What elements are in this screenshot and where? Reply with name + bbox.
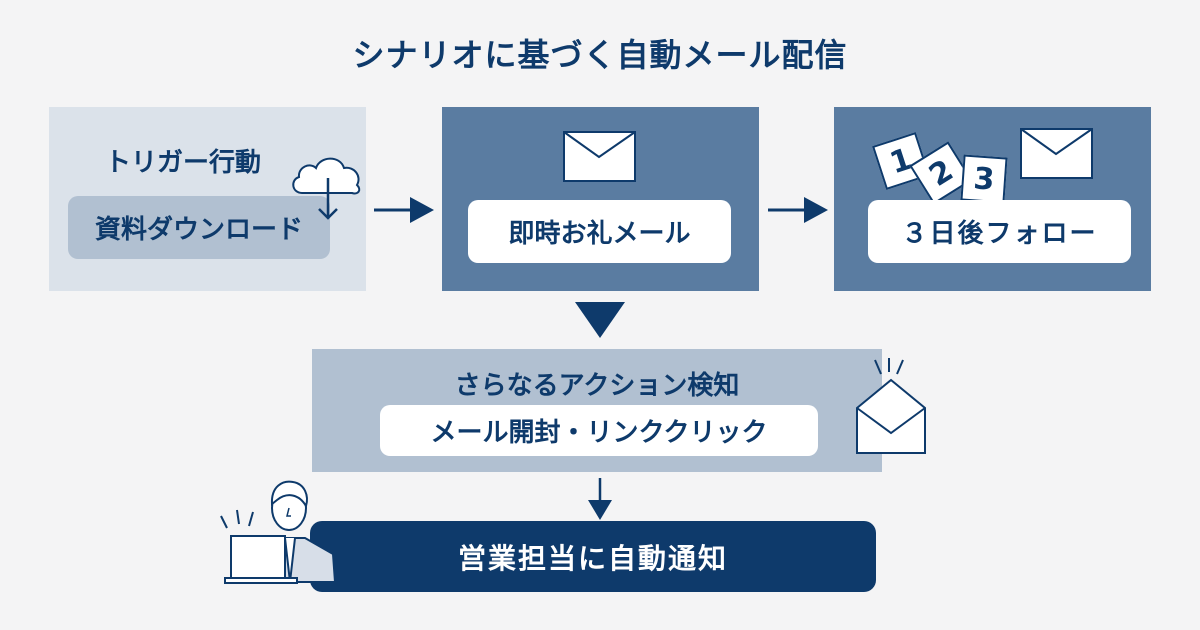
arrow-down-small [588,478,612,520]
diagram-title: シナリオに基づく自動メール配信 [352,36,848,74]
notify-sales-banner: 営業担当に自動通知 [310,521,876,592]
envelope-icon [1020,128,1093,179]
cloud-download-icon [292,157,361,220]
detect-heading: さらなるアクション検知 [454,371,740,401]
trigger-heading: トリガー行動 [105,148,262,178]
sales-person-laptop-icon [220,480,337,584]
download-action-pill: 資料ダウンロード [68,196,330,259]
arrow-down-triangle [575,302,625,338]
followup-pill: ３日後フォロー [868,200,1131,263]
arrow-right-1 [374,197,434,223]
arrow-right-2 [768,197,828,223]
envelope-icon [563,131,636,182]
open-envelope-icon [856,358,926,454]
instant-mail-pill: 即時お礼メール [468,200,731,263]
number-badge-3: 3 [960,154,1008,204]
detect-action-pill: メール開封・リンククリック [380,405,818,456]
